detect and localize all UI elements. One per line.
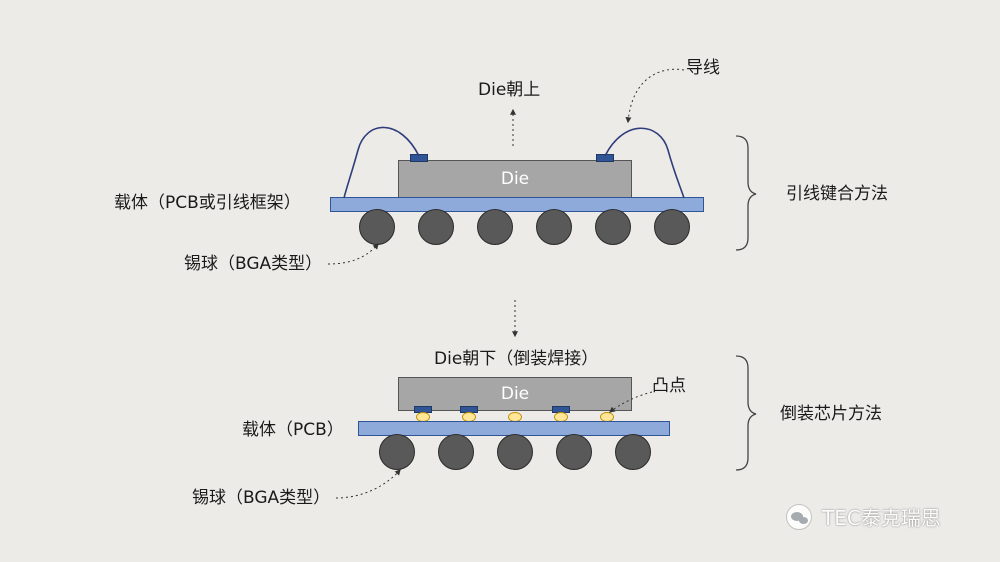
top-solder-ball — [418, 209, 454, 245]
bump-label: 凸点 — [652, 376, 686, 396]
top-bond-pad-right — [596, 154, 614, 162]
wire-bond-bracket — [735, 135, 757, 251]
die-up-label: Die朝上 — [478, 80, 541, 100]
bottom-solder-ball — [615, 434, 651, 470]
top-solder-ball — [595, 209, 631, 245]
top-solder-ball — [477, 209, 513, 245]
watermark: TEC泰克瑞思 — [786, 502, 941, 531]
bottom-ball-label: 锡球（BGA类型） — [192, 488, 331, 508]
top-ball-callout-arrow — [327, 243, 379, 265]
wire-callout-arrow — [625, 68, 685, 124]
wire-bond-method-label: 引线键合方法 — [786, 184, 888, 204]
bottom-solder-ball — [379, 434, 415, 470]
bottom-solder-ball — [497, 434, 533, 470]
top-solder-ball — [536, 209, 572, 245]
top-carrier-label: 载体（PCB或引线框架） — [114, 193, 301, 213]
top-bond-pad-left — [410, 154, 428, 162]
bottom-solder-ball — [438, 434, 474, 470]
bottom-die: Die — [398, 377, 632, 411]
die-down-label: Die朝下（倒装焊接） — [434, 349, 599, 369]
bottom-ball-callout-arrow — [335, 469, 401, 499]
watermark-text: TEC泰克瑞思 — [822, 506, 941, 530]
top-die-label: Die — [500, 169, 530, 189]
top-solder-ball — [654, 209, 690, 245]
bottom-carrier-label: 载体（PCB） — [242, 420, 344, 440]
wire-label: 导线 — [686, 58, 720, 78]
flip-chip-bracket — [735, 355, 757, 471]
bottom-solder-ball — [556, 434, 592, 470]
wechat-icon — [786, 503, 812, 530]
flip-chip-method-label: 倒装芯片方法 — [780, 404, 882, 424]
bottom-die-label: Die — [500, 384, 530, 404]
top-carrier — [330, 197, 704, 212]
top-die: Die — [398, 160, 632, 198]
top-solder-ball — [359, 209, 395, 245]
top-ball-label: 锡球（BGA类型） — [184, 254, 323, 274]
